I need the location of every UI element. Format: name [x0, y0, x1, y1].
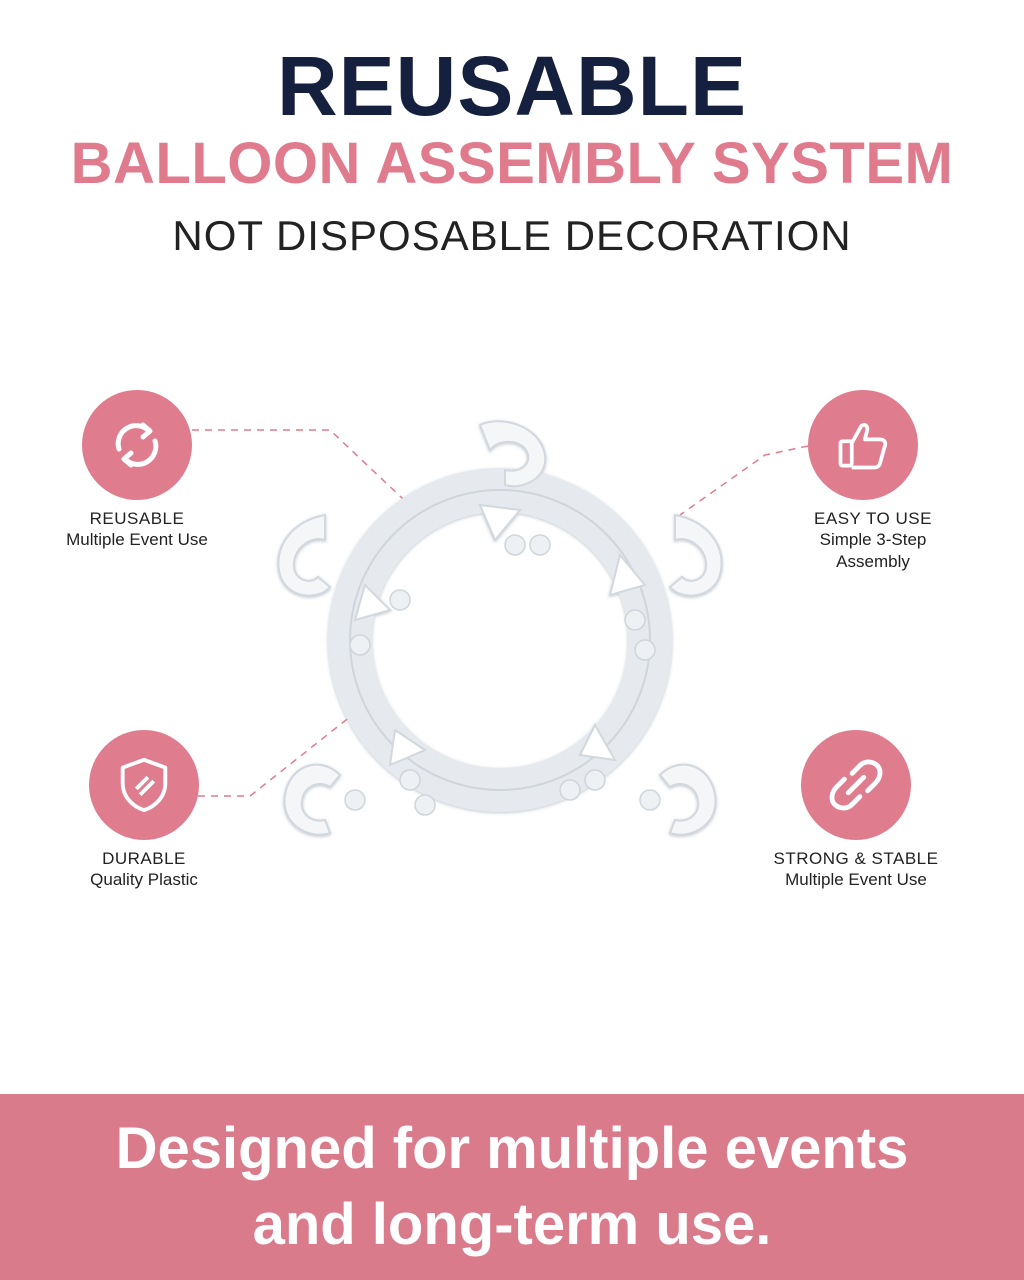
- bottom-banner: Designed for multiple events and long-te…: [0, 1094, 1024, 1280]
- strong-feature-label: STRONG & STABLE Multiple Event Use: [746, 849, 966, 891]
- feature-title: EASY TO USE: [814, 509, 932, 528]
- durable-feature-label: DURABLE Quality Plastic: [34, 849, 254, 891]
- banner-line-2: and long-term use.: [252, 1192, 772, 1257]
- feature-desc: Multiple Event Use: [66, 530, 208, 549]
- recycle-icon: [115, 422, 159, 468]
- feature-title: DURABLE: [102, 849, 186, 868]
- feature-desc: Quality Plastic: [90, 870, 198, 889]
- thumbs-up-icon: [838, 422, 888, 470]
- feature-title: STRONG & STABLE: [773, 849, 939, 868]
- reusable-feature-circle: [82, 390, 192, 500]
- feature-title: REUSABLE: [89, 509, 185, 528]
- durable-feature-circle: [89, 730, 199, 840]
- easy-feature-label: EASY TO USE Simple 3-Step Assembly: [763, 509, 983, 573]
- shield-icon: [120, 757, 168, 813]
- page-subtitle: BALLOON ASSEMBLY SYSTEM: [70, 131, 954, 196]
- page-title: REUSABLE: [276, 39, 748, 133]
- page-tagline: NOT DISPOSABLE DECORATION: [172, 212, 852, 259]
- reusable-feature-label: REUSABLE Multiple Event Use: [27, 509, 247, 551]
- easy-feature-circle: [808, 390, 918, 500]
- feature-desc-line1: Simple 3-Step: [819, 530, 927, 549]
- feature-desc-line2: Assembly: [836, 552, 910, 571]
- chain-link-icon: [829, 759, 883, 811]
- strong-feature-circle: [801, 730, 911, 840]
- feature-desc: Multiple Event Use: [785, 870, 927, 889]
- banner-line-1: Designed for multiple events: [115, 1116, 909, 1181]
- balloon-clip-image: [277, 420, 723, 836]
